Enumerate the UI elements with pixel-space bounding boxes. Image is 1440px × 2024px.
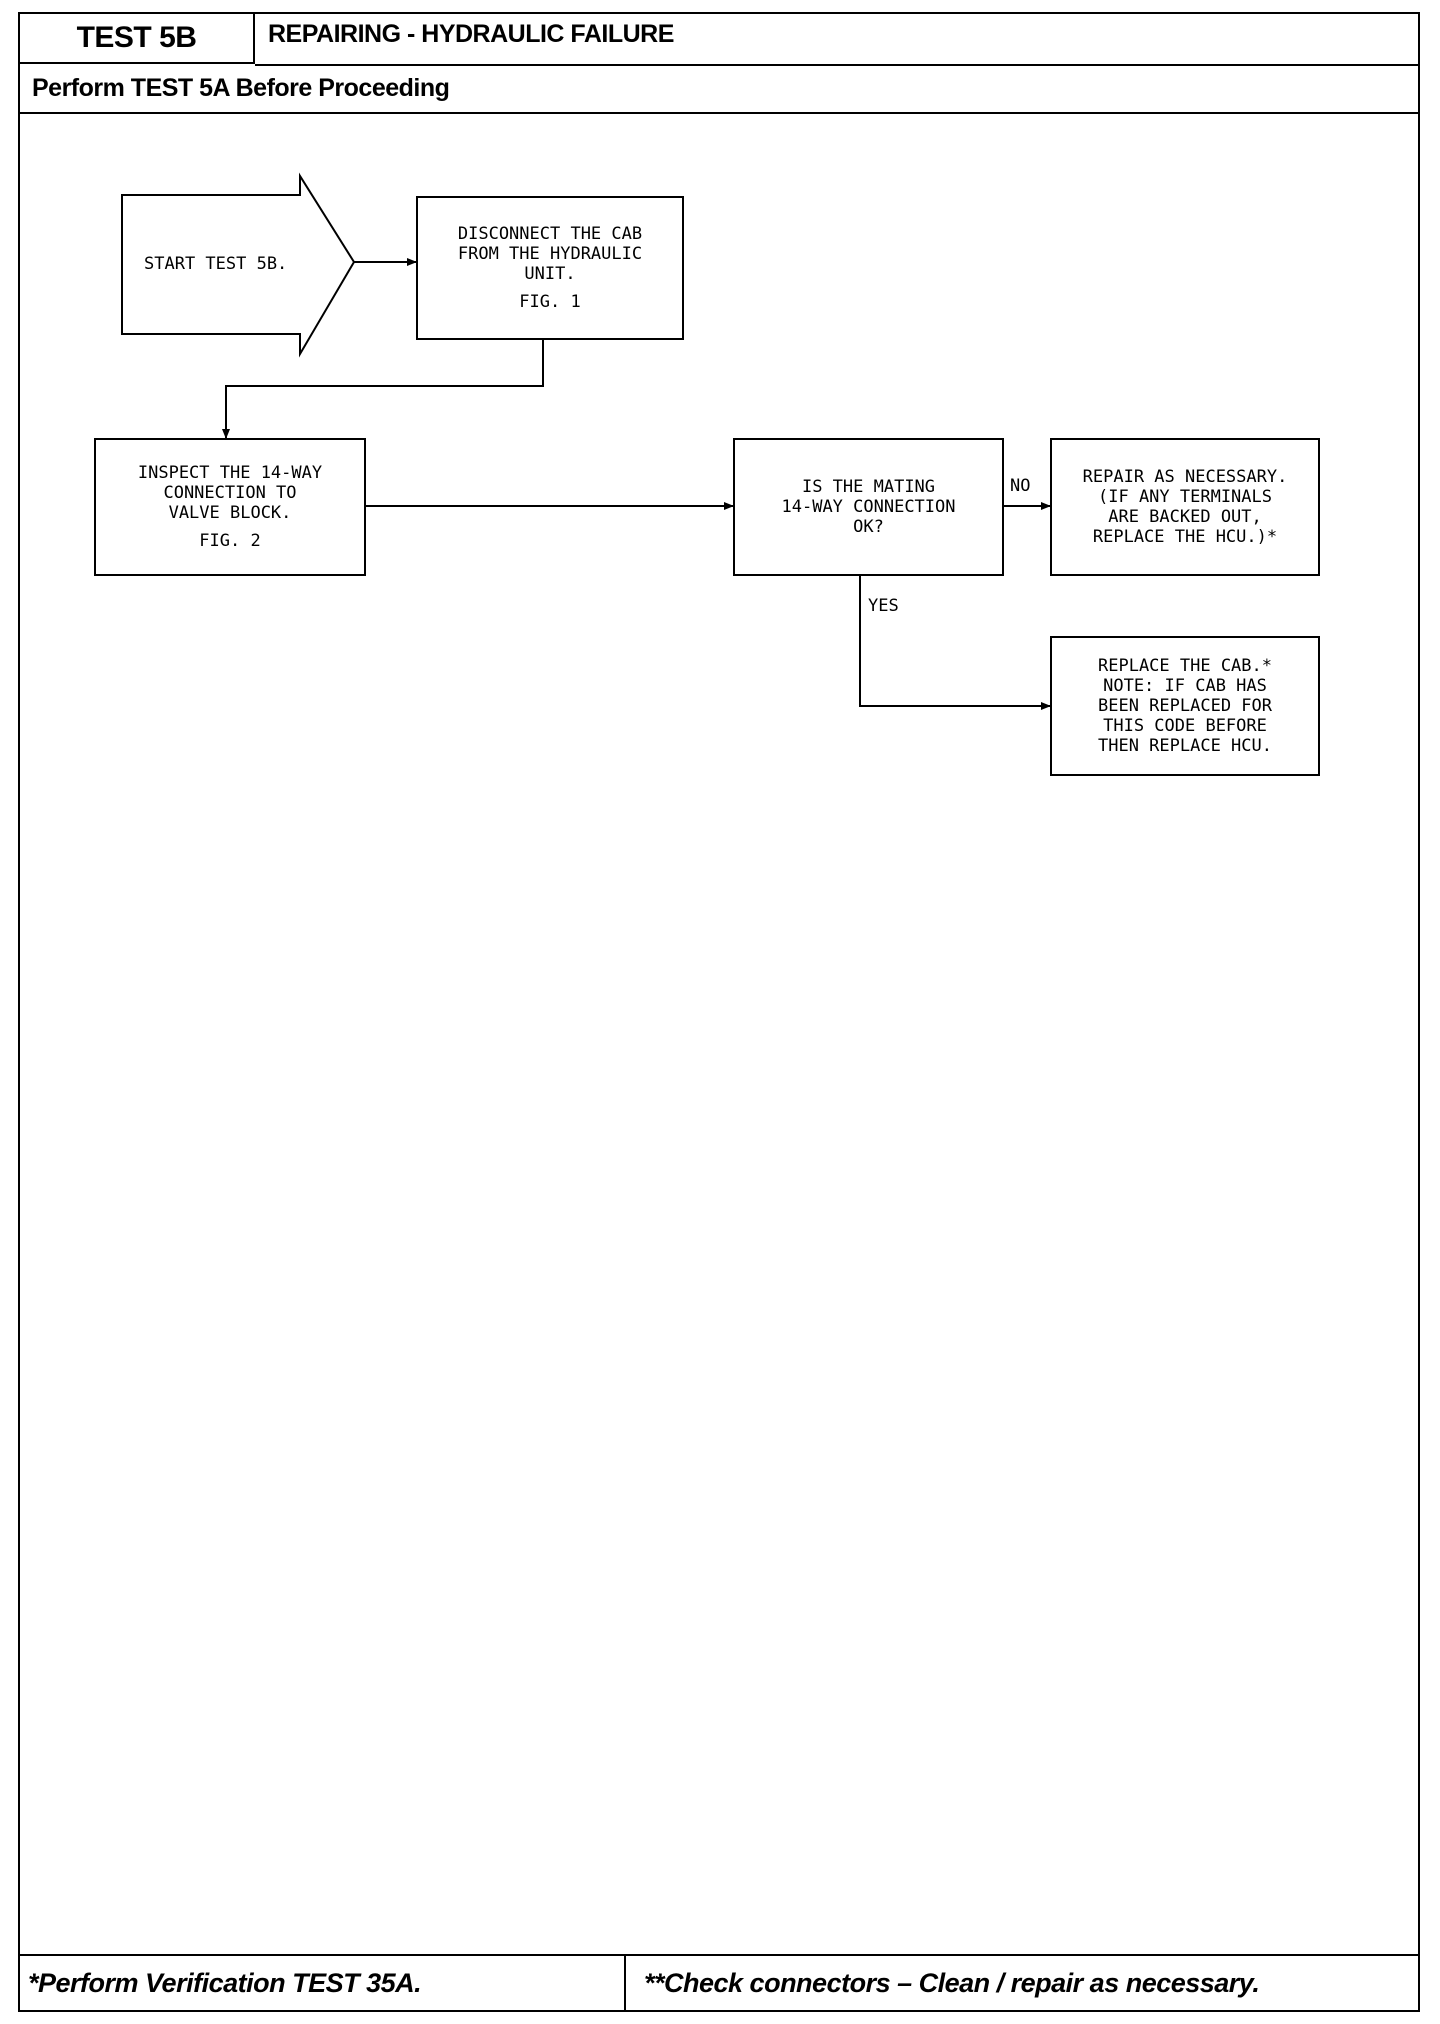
inspect-connection-box: INSPECT THE 14-WAY CONNECTION TO VALVE B…	[94, 438, 366, 576]
connector-check-note: **Check connectors – Clean / repair as n…	[644, 1967, 1260, 1998]
inspect-figure-ref: FIG. 2	[199, 531, 261, 551]
header: TEST 5B REPAIRING - HYDRAULIC FAILURE Pe…	[20, 14, 1418, 114]
replace-line-5: THEN REPLACE HCU.	[1098, 736, 1272, 756]
repair-line-3: ARE BACKED OUT,	[1108, 507, 1262, 527]
verification-note: *Perform Verification TEST 35A.	[20, 1956, 626, 2010]
inspect-line-3: VALVE BLOCK.	[168, 503, 292, 523]
flowchart-connectors	[121, 172, 1051, 710]
prerequisite-note: Perform TEST 5A Before Proceeding	[32, 74, 450, 102]
test-id: TEST 5B	[20, 14, 255, 64]
disconnect-line-1: DISCONNECT THE CAB	[457, 224, 643, 244]
connector-disconnect-to-inspect	[222, 340, 544, 439]
disconnect-line-3: UNIT.	[524, 264, 576, 284]
test-page: TEST 5B REPAIRING - HYDRAULIC FAILURE Pe…	[18, 12, 1420, 2012]
no-branch-label: NO	[1010, 476, 1031, 496]
replace-cab-box: REPLACE THE CAB.* NOTE: IF CAB HAS BEEN …	[1050, 636, 1320, 776]
replace-line-1: REPLACE THE CAB.*	[1098, 656, 1272, 676]
replace-line-4: THIS CODE BEFORE	[1103, 716, 1267, 736]
replace-line-2: NOTE: IF CAB HAS	[1103, 676, 1267, 696]
question-line-2: 14-WAY CONNECTION	[781, 497, 956, 517]
footer: *Perform Verification TEST 35A. **Check …	[20, 1954, 1418, 2010]
inspect-line-1: INSPECT THE 14-WAY	[137, 463, 323, 483]
mating-connection-question-box: IS THE MATING 14-WAY CONNECTION OK?	[733, 438, 1004, 576]
connector-yes-branch	[859, 576, 1051, 710]
yes-branch-label: YES	[868, 596, 899, 616]
test-title: REPAIRING - HYDRAULIC FAILURE	[268, 20, 674, 48]
repair-as-necessary-box: REPAIR AS NECESSARY. (IF ANY TERMINALS A…	[1050, 438, 1320, 576]
question-line-1: IS THE MATING	[801, 477, 936, 497]
disconnect-line-2: FROM THE HYDRAULIC	[457, 244, 643, 264]
start-arrow-shape	[121, 172, 356, 358]
disconnect-figure-ref: FIG. 1	[519, 292, 581, 312]
replace-line-3: BEEN REPLACED FOR	[1098, 696, 1272, 716]
header-divider	[255, 64, 1418, 66]
start-label: START TEST 5B.	[144, 254, 288, 274]
repair-line-2: (IF ANY TERMINALS	[1098, 487, 1272, 507]
disconnect-cab-box: DISCONNECT THE CAB FROM THE HYDRAULIC UN…	[416, 196, 684, 340]
repair-line-4: REPLACE THE HCU.)*	[1092, 527, 1278, 547]
repair-line-1: REPAIR AS NECESSARY.	[1082, 467, 1288, 487]
question-line-3: OK?	[853, 517, 884, 537]
inspect-line-2: CONNECTION TO	[163, 483, 297, 503]
